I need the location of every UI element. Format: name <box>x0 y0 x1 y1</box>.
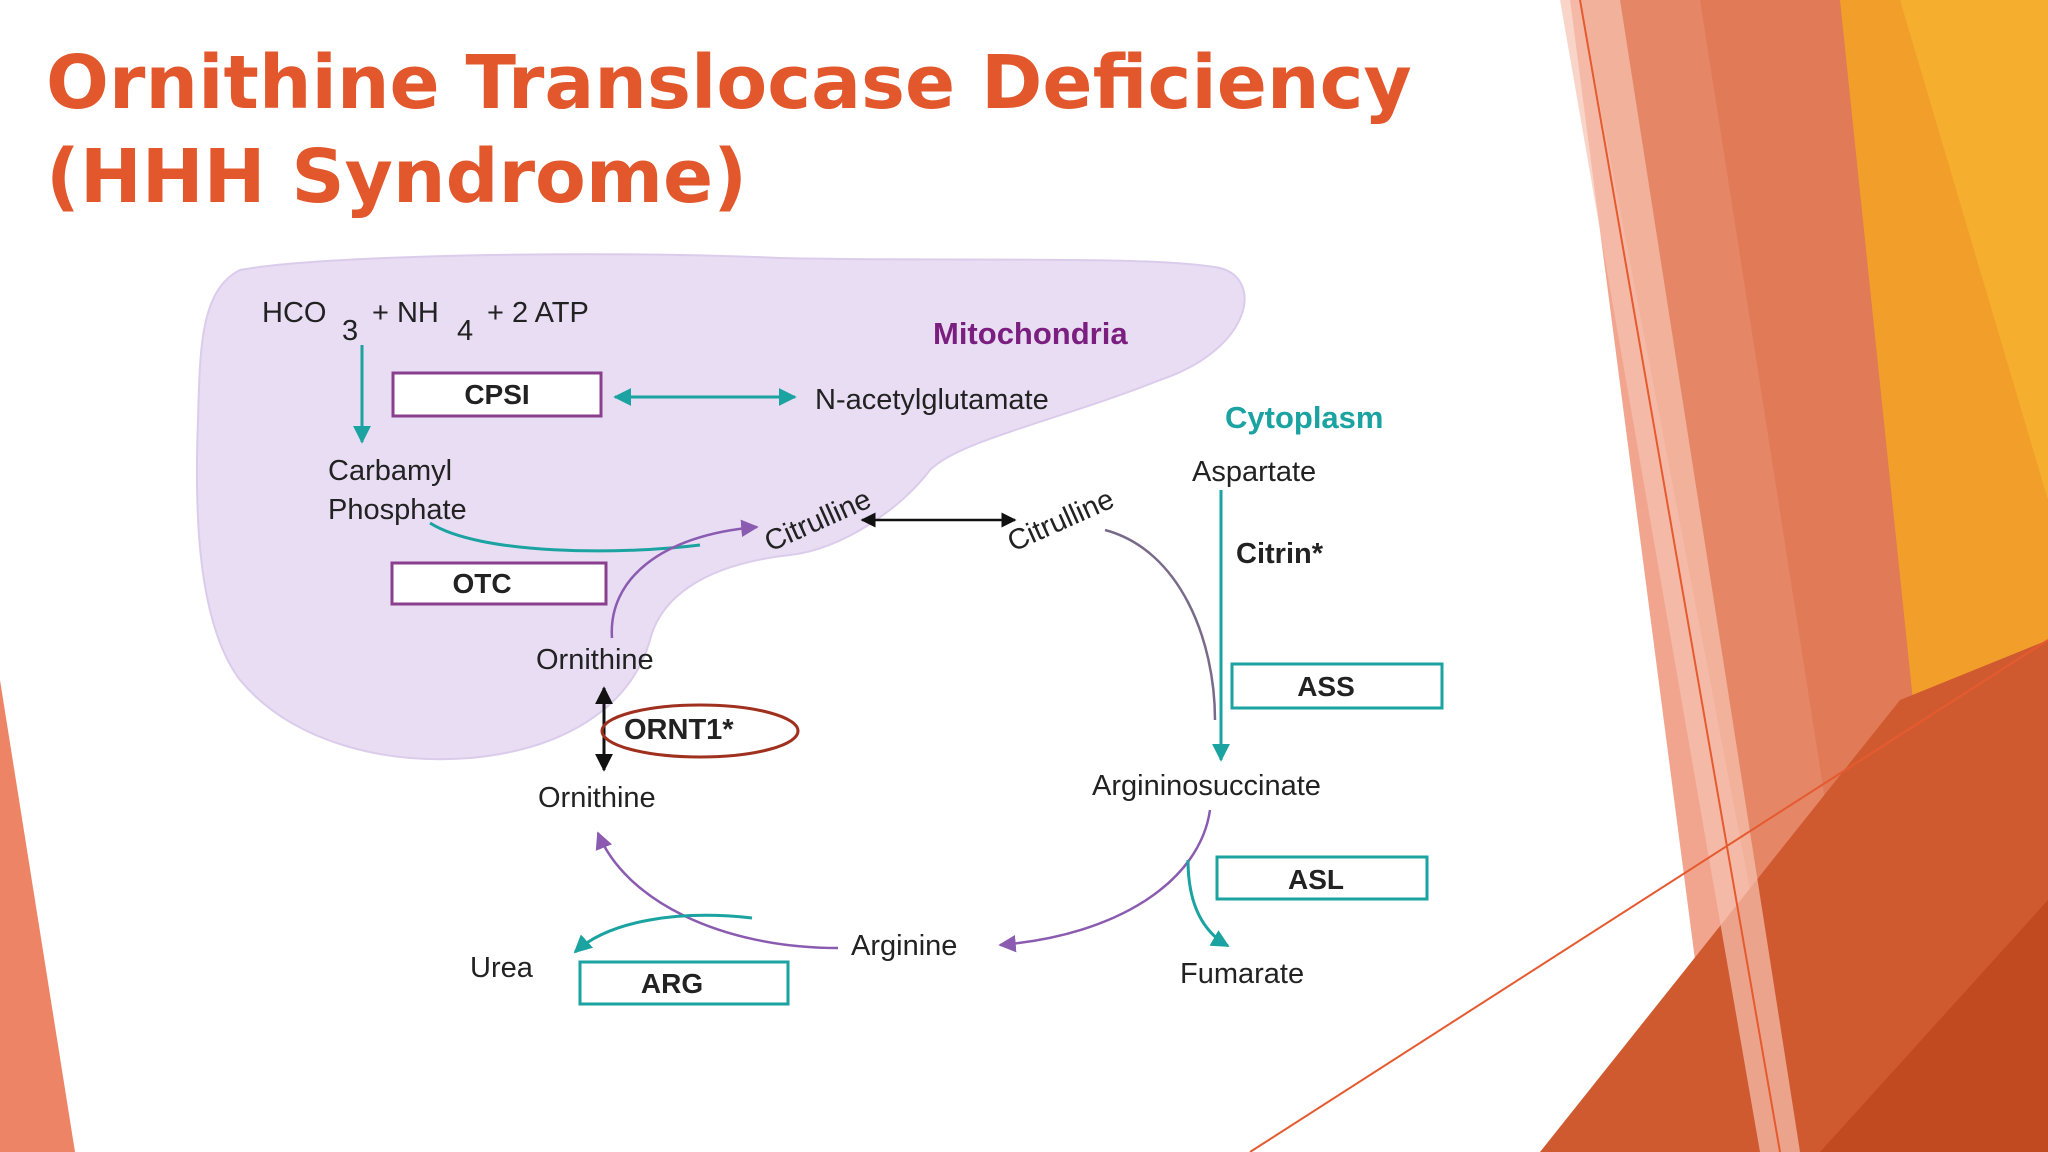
asl-label: ASL <box>1288 864 1344 895</box>
atp-text: + 2 ATP <box>487 297 589 329</box>
deco-line <box>1579 0 1781 1152</box>
slide-title: Ornithine Translocase Deficiency (HHH Sy… <box>46 40 1412 220</box>
citrulline-cyto-label: Citrulline <box>1003 483 1119 558</box>
arg-label: ARG <box>641 968 703 999</box>
argininosuccinate-label: Argininosuccinate <box>1092 770 1321 802</box>
cytoplasm-label: Cytoplasm <box>1225 400 1383 435</box>
ornt1-highlight-circle <box>600 703 800 759</box>
nh4-subscript: 4 <box>457 315 473 347</box>
cps-label: CPSI <box>464 379 529 410</box>
carbamyl-label: Carbamyl <box>328 455 452 487</box>
ornithine-cyto-label: Ornithine <box>538 782 656 814</box>
arginine-label: Arginine <box>851 930 957 962</box>
urea-label: Urea <box>470 952 534 984</box>
arg-box <box>578 960 790 1006</box>
ornithine-mito-label: Ornithine <box>536 644 654 676</box>
mitochondria-label: Mitochondria <box>933 316 1128 351</box>
arrow-arginine-to-ornithine <box>595 831 839 950</box>
fumarate-label: Fumarate <box>1180 958 1304 990</box>
otc-box <box>390 561 608 606</box>
aspartate-label: Aspartate <box>1192 456 1316 488</box>
deco-shape <box>1540 640 2048 1152</box>
arrow-ornithine-to-citrulline <box>610 519 759 639</box>
arrow-to-fumarate <box>1186 859 1230 948</box>
cps-box <box>391 371 603 418</box>
hco3-subscript: 3 <box>342 315 358 347</box>
arrow-argininosuccinate-to-arginine <box>998 809 1212 953</box>
arrow-to-urea <box>573 913 753 954</box>
arrow-citrulline-to-argininosuccinate <box>1104 528 1217 721</box>
deco-line <box>1249 639 2048 1152</box>
deco-shape <box>0 680 75 1152</box>
ass-box <box>1230 662 1444 710</box>
phosphate-label: Phosphate <box>328 494 467 526</box>
citrin-label: Citrin* <box>1236 538 1324 570</box>
deco-shape <box>1900 0 2048 500</box>
hco3-text: HCO <box>262 297 326 329</box>
nh4-text: + NH <box>372 297 439 329</box>
ornt1-label: ORNT1* <box>624 714 734 746</box>
arrow-carbamyl-to-citrulline <box>429 521 701 553</box>
asl-box <box>1215 855 1429 901</box>
ass-label: ASS <box>1297 671 1355 702</box>
deco-shape <box>1820 900 2048 1152</box>
otc-label: OTC <box>452 568 511 599</box>
n-acetylglutamate-label: N-acetylglutamate <box>815 384 1049 416</box>
